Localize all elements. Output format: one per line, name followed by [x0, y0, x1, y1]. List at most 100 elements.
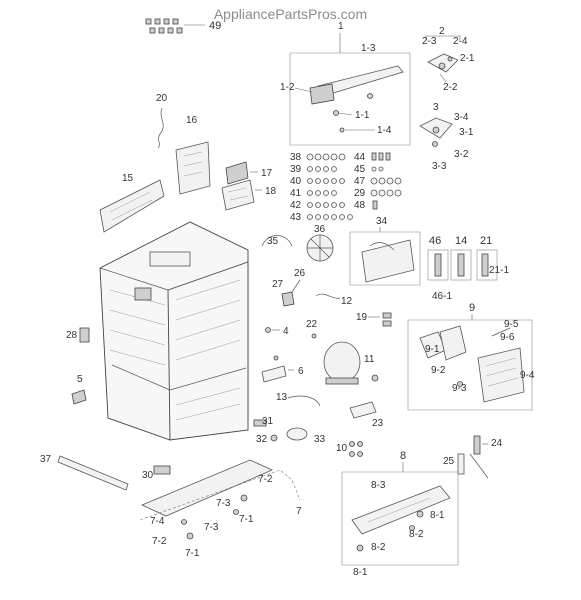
label-3-2: 3-2 [454, 149, 469, 160]
part-14-sensor: 14 [450, 235, 472, 281]
label-7-3-b: 7-3 [204, 522, 219, 533]
label-33: 33 [314, 434, 326, 445]
label-7-2-b: 7-2 [152, 536, 167, 547]
label-3: 3 [433, 102, 439, 113]
part-23-valve: 23 [349, 401, 384, 429]
label-9-1: 9-1 [425, 344, 440, 355]
part-27-bracket: 27 [272, 279, 295, 307]
label-48: 48 [354, 200, 366, 211]
label-9-2: 9-2 [431, 365, 446, 376]
label-46: 46 [429, 235, 441, 247]
label-24: 24 [491, 438, 503, 449]
label-7-3-a: 7-3 [216, 498, 231, 509]
label-34: 34 [376, 216, 388, 227]
label-8-1-b: 8-1 [353, 567, 368, 578]
part-36-fan: 36 [306, 224, 334, 262]
part-9-cooling-assembly: 9 9-1 9-2 9-3 9-4 9-5 9-6 [407, 302, 535, 411]
part-5-roller: 5 [71, 374, 87, 405]
label-35: 35 [267, 236, 279, 247]
part-12-hose: 12 [315, 293, 353, 307]
label-8-2-b: 8-2 [371, 542, 386, 553]
part-6-bracket: 6 [261, 355, 304, 383]
label-7-1-a: 7-1 [239, 514, 254, 525]
part-7-drawer-rail-group: 7 7-2 7-3 7-1 7-4 7-3 7-2 7-1 [139, 459, 302, 559]
part-25-drier: 25 [443, 453, 489, 479]
part-8-cover-group: 8 8-3 8-1 8-2 8-2 8-1 [341, 450, 459, 578]
label-36: 36 [314, 224, 326, 235]
part-37-rail: 37 [40, 454, 129, 491]
label-31: 31 [262, 416, 274, 427]
label-2: 2 [439, 26, 445, 37]
label-9: 9 [469, 302, 475, 314]
label-18: 18 [265, 186, 277, 197]
label-3-3: 3-3 [432, 161, 447, 172]
part-24-filter: 24 [473, 435, 503, 455]
part-15-cover: 15 [99, 173, 165, 233]
label-30: 30 [142, 470, 154, 481]
label-10: 10 [336, 443, 348, 454]
label-5: 5 [77, 374, 83, 385]
label-45: 45 [354, 164, 366, 175]
label-1: 1 [338, 21, 344, 32]
label-43: 43 [290, 212, 302, 223]
part-33-pan: 33 [286, 427, 326, 445]
label-3-4: 3-4 [454, 112, 469, 123]
label-23: 23 [372, 418, 384, 429]
label-7: 7 [296, 506, 302, 517]
label-47: 47 [354, 176, 366, 187]
label-19: 19 [356, 312, 368, 323]
part-17-pcb: 17 [225, 161, 273, 185]
label-42: 42 [290, 200, 302, 211]
part-30-bracket: 30 [142, 465, 171, 481]
part-18-pcb: 18 [221, 179, 277, 211]
label-2-4: 2-4 [453, 36, 468, 47]
part-35-arc: 35 [261, 235, 293, 247]
part-21-sensor: 21 21-1 [476, 235, 509, 281]
label-8-1-a: 8-1 [430, 510, 445, 521]
label-26: 26 [294, 268, 306, 279]
label-28: 28 [66, 330, 78, 341]
label-4: 4 [283, 326, 289, 337]
part-28-hinge: 28 [66, 327, 90, 343]
part-10-screws: 10 [336, 441, 363, 457]
label-3-1: 3-1 [459, 127, 474, 138]
label-32: 32 [256, 434, 268, 445]
label-11: 11 [364, 354, 375, 365]
label-40: 40 [290, 176, 302, 187]
part-31-bracket: 31 [253, 416, 274, 427]
label-21: 21 [480, 235, 492, 247]
part-26-wire: 26 [291, 268, 306, 293]
label-17: 17 [261, 168, 273, 179]
part-16-panel: 16 [175, 115, 211, 195]
label-8: 8 [400, 450, 406, 462]
label-15: 15 [122, 173, 134, 184]
label-39: 39 [290, 164, 302, 175]
label-16: 16 [186, 115, 198, 126]
label-21-1: 21-1 [489, 265, 509, 276]
label-2-3: 2-3 [422, 36, 437, 47]
small-parts-grid: 38 39 40 41 42 43 44 45 47 29 48 [290, 152, 402, 223]
part-46-sensor: 46 46-1 [427, 235, 452, 302]
label-29: 29 [354, 188, 366, 199]
part-32-cap: 32 [256, 434, 278, 445]
label-41: 41 [290, 188, 302, 199]
label-12: 12 [341, 296, 353, 307]
part-13-tube: 13 [276, 392, 321, 407]
label-7-4: 7-4 [150, 516, 165, 527]
label-9-6: 9-6 [500, 332, 515, 343]
label-8-3: 8-3 [371, 480, 386, 491]
label-1-2: 1-2 [280, 82, 295, 93]
label-1-1: 1-1 [355, 110, 370, 121]
label-7-1-b: 7-1 [185, 548, 200, 559]
part-4-clip: 4 [265, 326, 289, 337]
part-2-hinge: 2 2-3 2-4 2-1 2-2 [422, 26, 475, 93]
label-7-2-a: 7-2 [258, 474, 273, 485]
label-6: 6 [298, 366, 304, 377]
label-37: 37 [40, 454, 52, 465]
label-9-3: 9-3 [452, 383, 467, 394]
part-22-screw: 22 [306, 319, 318, 339]
part-1-hinge-group: 1 1-3 1-2 1-1 1-4 [280, 21, 411, 146]
label-2-2: 2-2 [443, 82, 458, 93]
label-9-5: 9-5 [504, 319, 519, 330]
